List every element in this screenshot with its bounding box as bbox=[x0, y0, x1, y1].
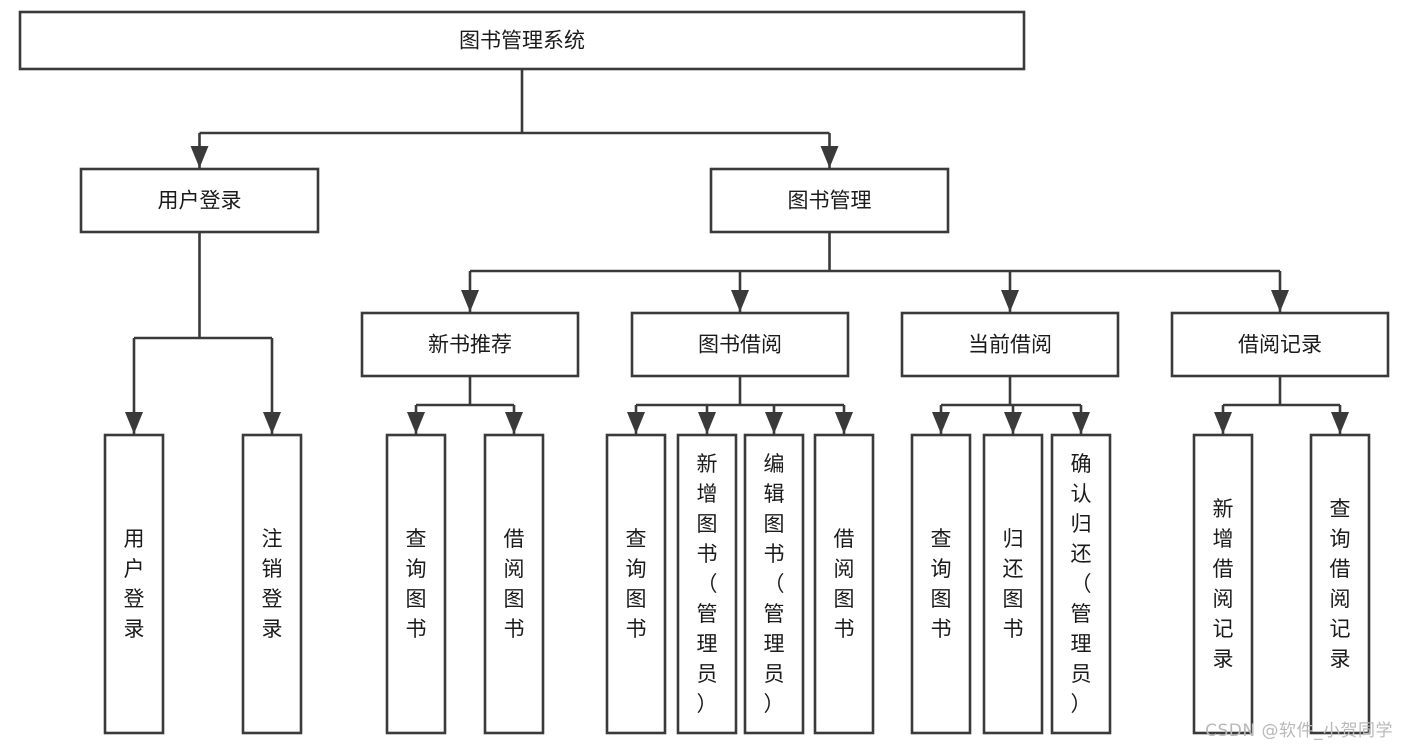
node-leaf-logout-login-box[interactable] bbox=[241, 433, 303, 735]
node-leaf-query-book-borrow-box[interactable] bbox=[605, 433, 667, 735]
node-leaf-query-book-borrow[interactable]: 查询图书 bbox=[605, 433, 667, 735]
node-book-manage-label: 图书管理 bbox=[788, 189, 872, 213]
node-leaf-edit-book-admin-label: 编辑图书（管理员） bbox=[764, 452, 785, 716]
csdn-watermark: CSDN @软件_小贺同学 bbox=[1205, 721, 1393, 741]
node-leaf-confirm-return-admin[interactable]: 确认归还（管理员） bbox=[1050, 433, 1112, 735]
node-root-box[interactable] bbox=[18, 10, 1026, 71]
node-leaf-add-borrow-record-box[interactable] bbox=[1192, 433, 1254, 735]
node-leaf-return-book-label: 归还图书 bbox=[1003, 527, 1024, 641]
node-leaf-borrow-book-box[interactable] bbox=[813, 433, 875, 735]
book-borrow-arrow-1 bbox=[698, 412, 716, 434]
node-leaf-borrow-book-recommend-box[interactable] bbox=[483, 433, 545, 735]
current-borrow-arrow-2 bbox=[1072, 412, 1090, 434]
book-manage-arrow-1 bbox=[731, 290, 749, 312]
node-leaf-return-book-box[interactable] bbox=[982, 433, 1044, 735]
node-leaf-logout-login-label: 注销登录 bbox=[262, 527, 283, 641]
connector-lines-layer bbox=[125, 69, 1349, 434]
node-new-book-recommend-box[interactable] bbox=[360, 311, 580, 378]
book-borrow-arrow-3 bbox=[835, 412, 853, 434]
new-book-recommend-arrow-1 bbox=[505, 412, 523, 434]
current-borrow-arrow-0 bbox=[932, 412, 950, 434]
node-leaf-query-book-current[interactable]: 查询图书 bbox=[910, 433, 972, 735]
book-manage-arrow-3 bbox=[1271, 290, 1289, 312]
node-user-login-box[interactable] bbox=[79, 167, 320, 234]
node-leaf-query-book-current-label: 查询图书 bbox=[931, 527, 952, 641]
book-manage-arrow-2 bbox=[1001, 290, 1019, 312]
node-new-book-recommend-label: 新书推荐 bbox=[428, 333, 512, 357]
node-leaf-query-book-recommend-label: 查询图书 bbox=[406, 527, 427, 641]
node-new-book-recommend[interactable]: 新书推荐 bbox=[360, 311, 580, 378]
root-arrow-0 bbox=[190, 146, 209, 168]
node-user-login-label: 用户登录 bbox=[158, 189, 242, 213]
root-arrow-1 bbox=[820, 146, 839, 168]
node-leaf-confirm-return-admin-label: 确认归还（管理员） bbox=[1071, 452, 1092, 716]
node-leaf-query-book-current-box[interactable] bbox=[910, 433, 972, 735]
node-leaf-add-book-admin[interactable]: 新增图书（管理员） bbox=[676, 433, 738, 735]
node-leaf-query-book-recommend[interactable]: 查询图书 bbox=[385, 433, 447, 735]
node-leaf-add-borrow-record[interactable]: 新增借阅记录 bbox=[1192, 433, 1254, 735]
node-leaf-user-login-label: 用户登录 bbox=[124, 527, 145, 641]
user-login-arrow-1 bbox=[263, 412, 281, 434]
node-borrow-record-label: 借阅记录 bbox=[1238, 333, 1322, 357]
node-leaf-edit-book-admin[interactable]: 编辑图书（管理员） bbox=[743, 433, 805, 735]
book-manage-arrow-0 bbox=[461, 290, 479, 312]
node-leaf-query-borrow-record-label: 查询借阅记录 bbox=[1330, 497, 1351, 671]
node-borrow-record-box[interactable] bbox=[1170, 311, 1390, 378]
node-leaf-query-borrow-record[interactable]: 查询借阅记录 bbox=[1309, 433, 1371, 735]
current-borrow-arrow-1 bbox=[1004, 412, 1022, 434]
node-book-manage-box[interactable] bbox=[709, 167, 950, 234]
node-book-borrow[interactable]: 图书借阅 bbox=[630, 311, 850, 378]
node-leaf-query-borrow-record-box[interactable] bbox=[1309, 433, 1371, 735]
node-leaf-borrow-book-label: 借阅图书 bbox=[834, 527, 855, 641]
node-borrow-record[interactable]: 借阅记录 bbox=[1170, 311, 1390, 378]
node-book-manage[interactable]: 图书管理 bbox=[709, 167, 950, 234]
user-login-arrow-0 bbox=[125, 412, 143, 434]
node-current-borrow-label: 当前借阅 bbox=[968, 333, 1052, 357]
node-leaf-borrow-book[interactable]: 借阅图书 bbox=[813, 433, 875, 735]
node-leaf-logout-login[interactable]: 注销登录 bbox=[241, 433, 303, 735]
node-leaf-user-login[interactable]: 用户登录 bbox=[103, 433, 165, 735]
node-leaf-confirm-return-admin-box[interactable] bbox=[1050, 433, 1112, 735]
new-book-recommend-arrow-0 bbox=[407, 412, 425, 434]
book-borrow-arrow-0 bbox=[627, 412, 645, 434]
node-current-borrow-box[interactable] bbox=[900, 311, 1120, 378]
node-leaf-query-book-recommend-box[interactable] bbox=[385, 433, 447, 735]
node-leaf-query-book-borrow-label: 查询图书 bbox=[626, 527, 647, 641]
node-leaf-add-borrow-record-label: 新增借阅记录 bbox=[1213, 497, 1234, 671]
node-leaf-add-book-admin-box[interactable] bbox=[676, 433, 738, 735]
node-root-label: 图书管理系统 bbox=[459, 29, 585, 53]
node-leaf-borrow-book-recommend-label: 借阅图书 bbox=[504, 527, 525, 641]
borrow-record-arrow-1 bbox=[1331, 412, 1349, 434]
node-book-borrow-label: 图书借阅 bbox=[698, 333, 782, 357]
node-leaf-user-login-box[interactable] bbox=[103, 433, 165, 735]
node-book-borrow-box[interactable] bbox=[630, 311, 850, 378]
node-leaf-return-book[interactable]: 归还图书 bbox=[982, 433, 1044, 735]
node-root[interactable]: 图书管理系统 bbox=[18, 10, 1026, 71]
borrow-record-arrow-0 bbox=[1214, 412, 1232, 434]
node-leaf-add-book-admin-label: 新增图书（管理员） bbox=[697, 452, 718, 716]
node-current-borrow[interactable]: 当前借阅 bbox=[900, 311, 1120, 378]
node-user-login[interactable]: 用户登录 bbox=[79, 167, 320, 234]
node-leaf-edit-book-admin-box[interactable] bbox=[743, 433, 805, 735]
diagram-nodes-layer: 图书管理系统用户登录图书管理新书推荐图书借阅当前借阅借阅记录用户登录注销登录查询… bbox=[18, 10, 1390, 735]
node-leaf-borrow-book-recommend[interactable]: 借阅图书 bbox=[483, 433, 545, 735]
book-borrow-arrow-2 bbox=[765, 412, 783, 434]
